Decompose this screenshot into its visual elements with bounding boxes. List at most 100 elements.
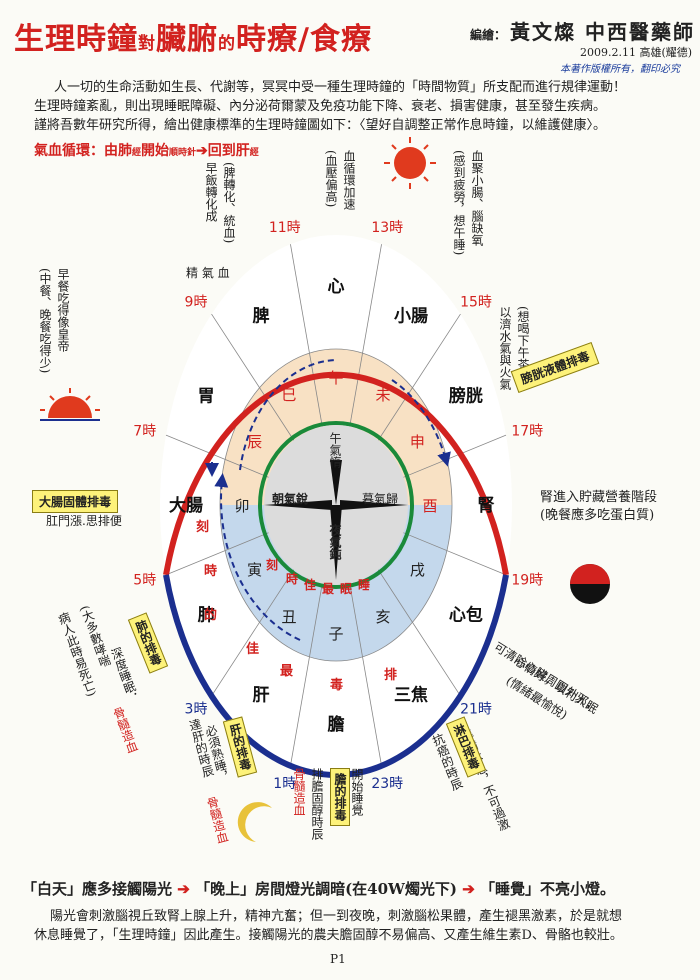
sunset-icon	[570, 564, 610, 604]
center-quadrant	[336, 425, 408, 505]
clock-hand-noon	[330, 460, 342, 505]
intro-line: 人一切的生命活動如生長、代謝等，冥冥中受一種生理時鐘的「時間物質」所支配而進行規…	[54, 80, 627, 95]
center-quadrant	[336, 505, 408, 585]
callout-large-intestine: 大腸固體排毒	[32, 490, 119, 513]
arc-char: 刻	[266, 558, 279, 572]
branch-label: 子	[328, 625, 343, 643]
note-breakfast: 早飯轉化成	[204, 162, 218, 222]
branch-label: 戌	[410, 561, 425, 579]
arc-char: 睡	[358, 578, 371, 592]
arc-char: 排	[384, 668, 398, 683]
branch-label: 丑	[281, 608, 296, 626]
circ-part: 經	[249, 148, 259, 158]
circulation-arrow-night	[214, 473, 301, 641]
organ-label: 肺	[198, 606, 215, 626]
sun-icon	[384, 137, 436, 189]
copyright-note: 本著作版權所有，翻印必究	[560, 64, 680, 75]
intro-line: 謹將吾數年研究所得，繪出健康標準的生理時鐘圖如下：〈望好自調整正常作息時鐘，以維…	[34, 118, 607, 133]
arrow-icon: ➔	[177, 880, 190, 898]
arc-char: 時	[204, 564, 218, 579]
note-stomach-b: (中餐、晚餐吃得少)	[38, 268, 52, 374]
note-small-intestine: 血聚小腸、腦缺氧	[470, 150, 484, 246]
branch-label: 卯	[234, 497, 249, 515]
circ-part: 氣血循環：由肺	[34, 143, 132, 159]
title-part: 對	[138, 34, 156, 54]
branch-label: 亥	[375, 608, 390, 626]
branch-label: 申	[410, 433, 425, 451]
arc-char: 的	[204, 608, 218, 623]
editor-date: 2009.2.11 高雄(耀德)	[580, 46, 693, 59]
organ-label: 肝	[253, 686, 270, 706]
arc-char: 佳	[304, 578, 317, 592]
title-part: 的	[218, 34, 236, 54]
intro-line: 生理時鐘紊亂，則出現睡眠障礙、內分泌荷爾蒙及免疫功能下降、衰老、損害健康，甚至發…	[34, 99, 607, 114]
advice-day: 「白天」應多接觸陽光	[22, 880, 173, 898]
center-noon-label: 午氣惰	[328, 432, 342, 468]
advice-night: 「晚上」房間燈光調暗(在40W燭光下)	[195, 880, 457, 898]
bottom-paragraph: 陽光會刺激腦視丘致腎上腺上升，精神亢奮；但一到夜晚，刺激腦松果體，產生褪黑激素，…	[50, 909, 623, 924]
note-essence: 精 氣 血	[186, 266, 230, 280]
branch-label: 酉	[422, 497, 437, 515]
branch-label: 寅	[247, 561, 262, 579]
organ-label: 三焦	[394, 685, 428, 706]
hour-label: 15時	[460, 294, 492, 310]
circ-part: 回到肝	[207, 143, 250, 159]
hour-label: 3時	[185, 702, 208, 718]
note-water-fire: 以濟水氣與火氣	[498, 306, 512, 390]
callout-gall: 膽的排毒	[330, 768, 350, 826]
arrow-icon: ➔	[196, 143, 208, 159]
note-gall-b: 排膽固醇時辰	[310, 768, 324, 840]
arc-char: 佳	[246, 642, 260, 657]
note-stomach-a: 早餐吃得像皇帝	[56, 268, 70, 352]
center-morning-label: 朝氣銳	[272, 492, 309, 506]
circ-part: 開始	[141, 143, 170, 159]
circulation-arrow-morning	[239, 359, 337, 471]
organ-label: 胃	[198, 387, 215, 407]
note-blood-circ: 血循環加速	[342, 150, 356, 210]
hour-label: 11時	[269, 220, 301, 236]
hour-label: 21時	[460, 702, 492, 718]
hour-label: 13時	[371, 220, 403, 236]
branch-label: 未	[375, 386, 390, 404]
circ-part: 經	[132, 148, 142, 158]
arc-char: 刻	[196, 520, 210, 535]
center-night-label: 夜氣鈍	[328, 524, 342, 560]
branch-label: 巳	[281, 386, 296, 404]
organ-label: 大腸	[169, 495, 203, 516]
sunrise-icon	[40, 388, 100, 421]
day-ring-arc	[163, 371, 509, 576]
circ-part: 順時針	[169, 148, 197, 158]
organ-label: 心	[328, 277, 345, 297]
arc-char: 毒	[330, 678, 344, 693]
circulation-note: 氣血循環：由肺經開始順時針➔回到肝經	[34, 140, 259, 160]
organ-label: 腎	[478, 496, 495, 516]
editor-name: 黃文燦 中西醫藥師	[510, 20, 695, 44]
editor-label: 編繪：	[470, 28, 507, 42]
note-blood-press: (血壓偏高)	[324, 150, 338, 208]
organ-label: 膽	[328, 714, 345, 735]
clock-hand-night	[330, 505, 342, 580]
title-part: 時療/食療	[236, 22, 372, 57]
arc-char: 最	[280, 664, 294, 679]
clock-hand-evening	[340, 500, 408, 510]
page-number: P1	[330, 952, 346, 966]
arc-char: 時	[286, 572, 299, 586]
hour-label: 7時	[133, 423, 156, 439]
organ-label: 脾	[253, 305, 270, 326]
organ-label: 膀胱	[449, 386, 483, 407]
moon-icon	[237, 802, 272, 842]
arc-char: 眠	[340, 582, 353, 596]
arc-char: 最	[322, 582, 335, 596]
branch-label: 午	[328, 369, 343, 387]
branch-label: 辰	[247, 433, 262, 451]
title-part: 臟腑	[156, 22, 218, 57]
hour-label: 5時	[133, 573, 156, 589]
hour-label: 17時	[511, 423, 543, 439]
note-spleen: (脾轉化、統血)	[222, 162, 236, 244]
title-part: 生理時鐘	[14, 22, 138, 57]
bottom-paragraph: 休息睡覺了，「生理時鐘」因此產生。接觸陽光的農夫膽固醇不易偏高、又產生維生素D、…	[34, 928, 623, 943]
note-gall-c: 骨髓造血	[292, 768, 306, 816]
note-afternoon-tea: (想喝下午茶)	[516, 306, 530, 376]
note-tired: (感到疲勞，想午睡)	[452, 150, 466, 256]
center-evening-label: 暮氣歸	[362, 492, 399, 506]
